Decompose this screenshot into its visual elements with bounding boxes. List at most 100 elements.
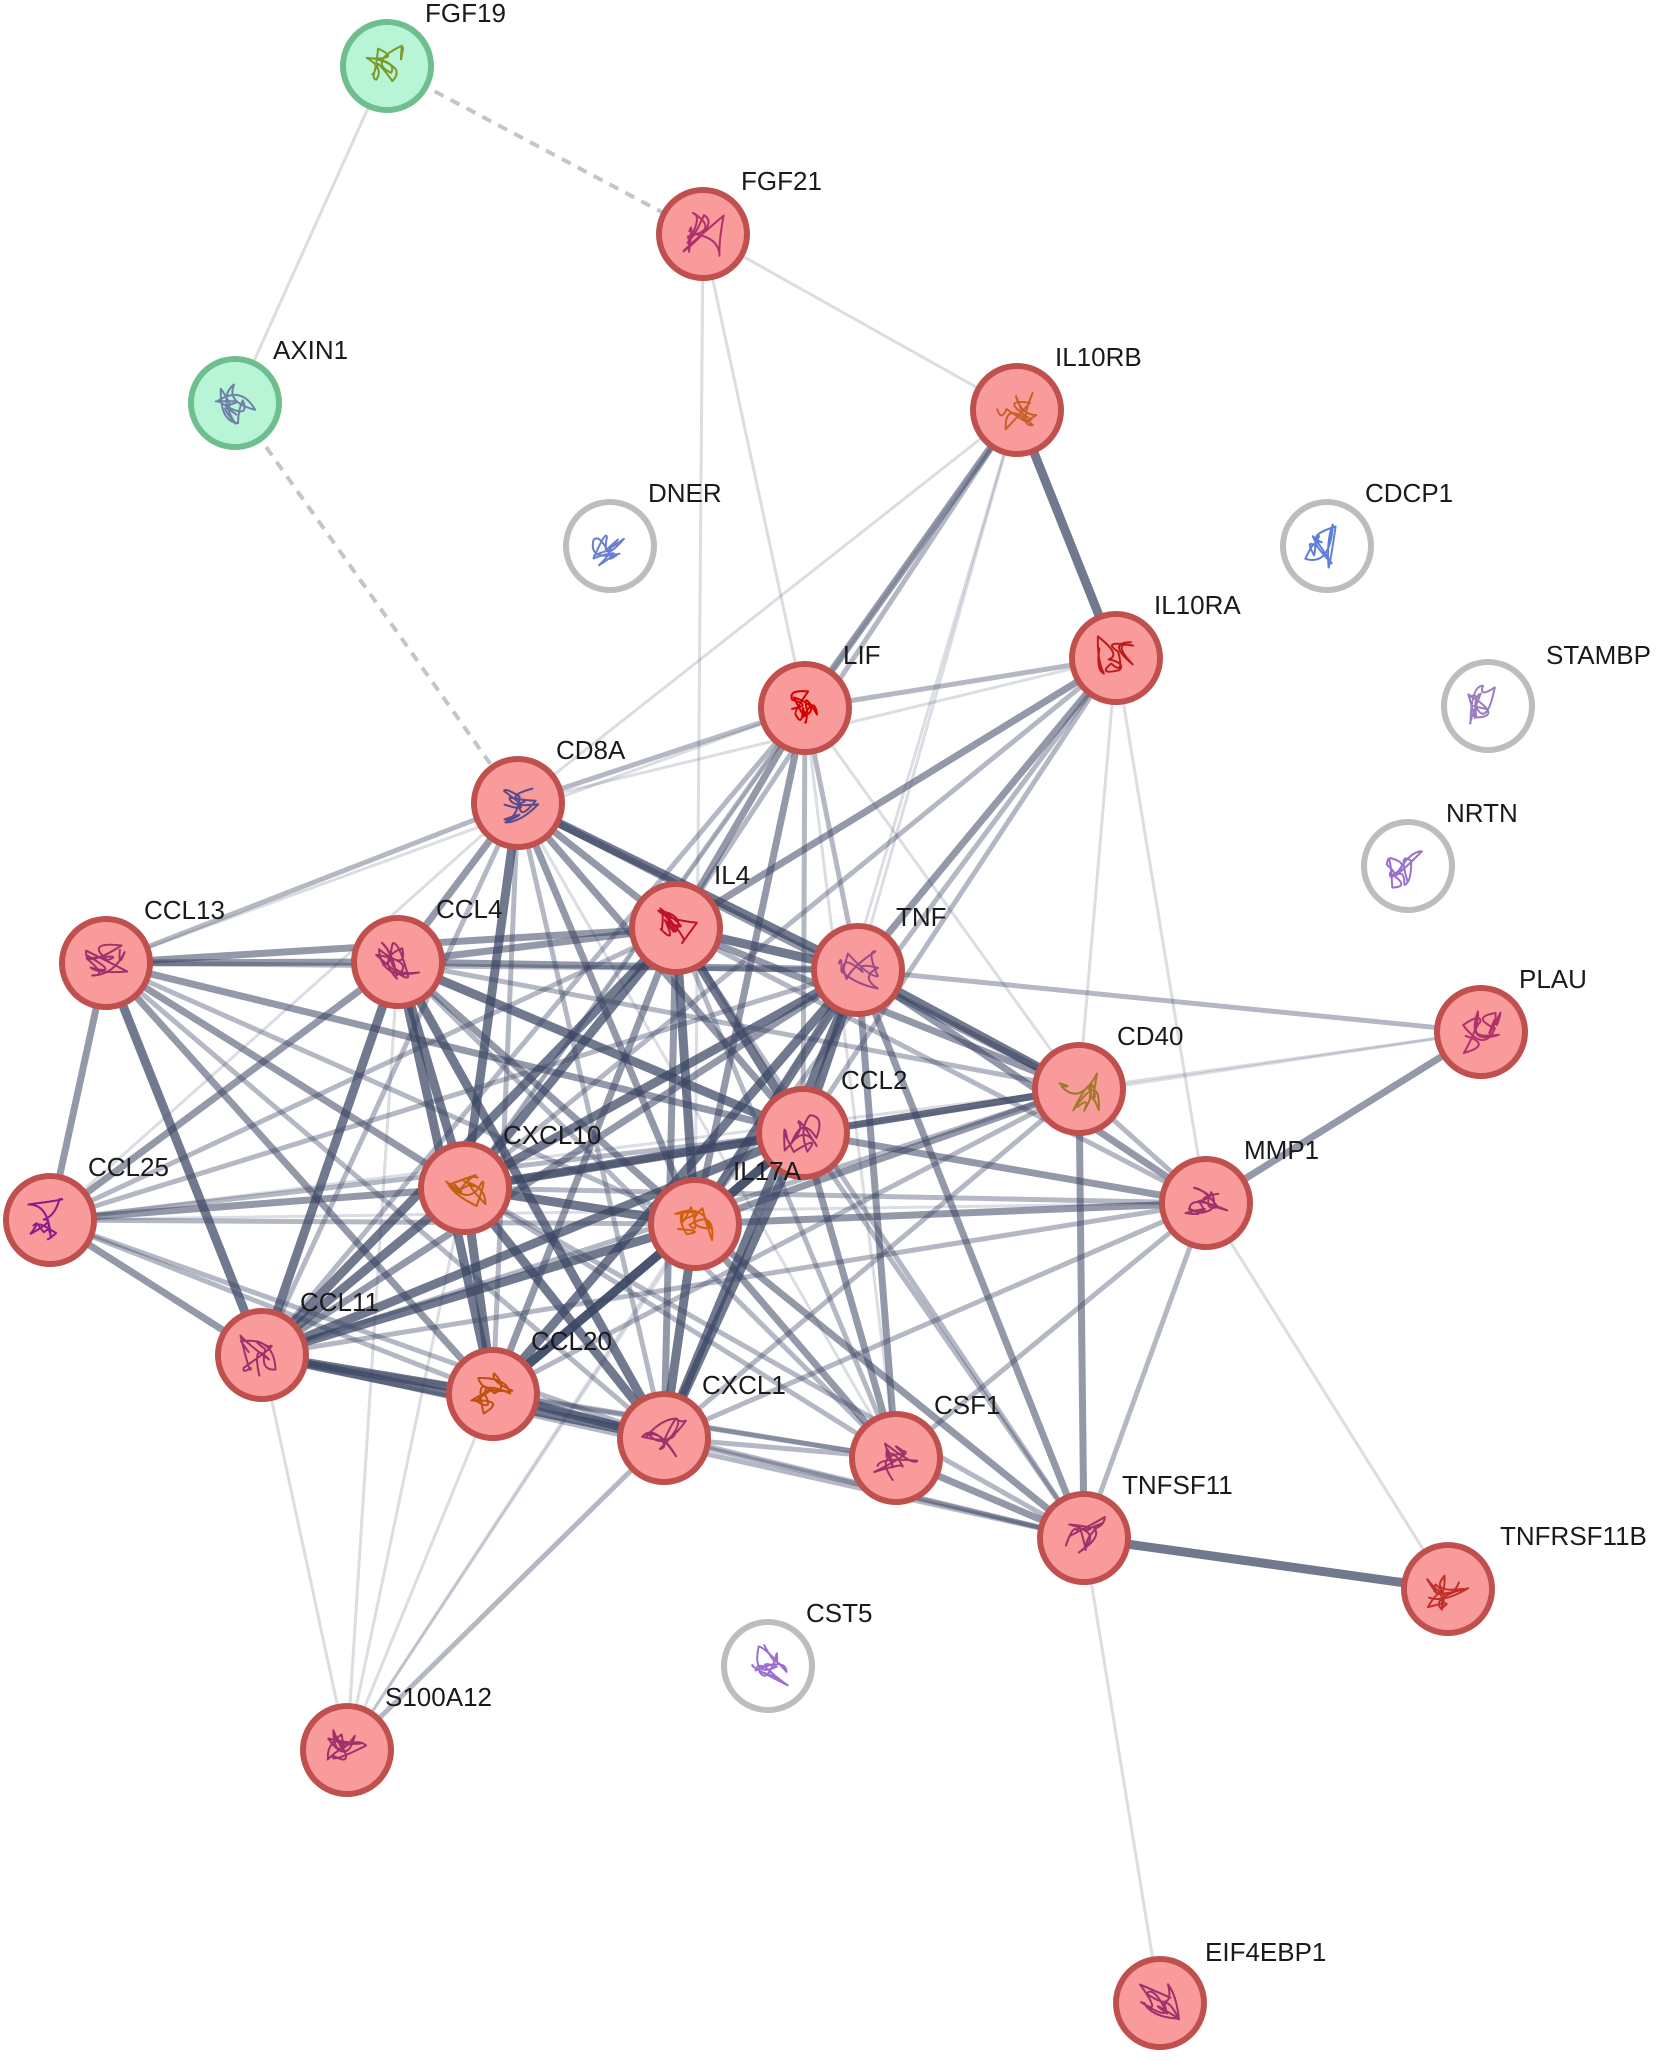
protein-structure-icon — [1096, 635, 1135, 675]
edge-ccl2-cxcl1 — [659, 1131, 808, 1440]
edge-il10ra-mmp1 — [1114, 657, 1208, 1204]
node-lif[interactable]: LIF — [758, 640, 881, 755]
node-csf1[interactable]: CSF1 — [849, 1390, 1000, 1505]
node-circle[interactable] — [811, 923, 905, 1017]
node-tnfrsf11b[interactable]: TNFRSF11B — [1401, 1521, 1647, 1636]
node-ccl4[interactable]: CCL4 — [351, 894, 502, 1009]
node-circle[interactable] — [1113, 1956, 1207, 2050]
edge-il17a-ccl11 — [260, 1219, 697, 1360]
node-circle[interactable] — [1441, 659, 1535, 753]
protein-structure-icon — [1058, 1072, 1100, 1112]
node-il17a[interactable]: IL17A — [648, 1156, 802, 1271]
node-circle[interactable] — [617, 1391, 711, 1485]
node-label: CST5 — [806, 1598, 872, 1628]
node-ccl20[interactable]: CCL20 — [446, 1326, 612, 1441]
edge-tnf-ccl4 — [397, 958, 859, 974]
edge-il4-ccl20 — [489, 926, 680, 1396]
node-eif4ebp1[interactable]: EIF4EBP1 — [1113, 1937, 1326, 2050]
node-label: CD40 — [1117, 1021, 1183, 1051]
node-cst5[interactable]: CST5 — [721, 1598, 872, 1713]
node-cd8a[interactable]: CD8A — [471, 735, 626, 850]
protein-structure-icon — [1184, 1186, 1229, 1216]
edge-ccl4-csf1 — [396, 960, 898, 1460]
node-stambp[interactable]: STAMBP — [1441, 640, 1651, 753]
node-circle[interactable] — [1032, 1042, 1126, 1136]
node-ccl11[interactable]: CCL11 — [215, 1287, 379, 1402]
node-circle[interactable] — [1280, 499, 1374, 593]
node-axin1[interactable]: AXIN1 — [188, 335, 348, 450]
node-plau[interactable]: PLAU — [1434, 964, 1587, 1079]
edge-cxcl10-tnfsf11 — [463, 1185, 1086, 1541]
node-label: S100A12 — [385, 1682, 492, 1712]
edge-ccl2-csf1 — [799, 1132, 900, 1459]
protein-structure-icon — [1064, 1516, 1106, 1554]
edge-ccl25-ccl20 — [49, 1217, 494, 1397]
edge-il10ra-cxcl10 — [463, 656, 1118, 1190]
node-mmp1[interactable]: MMP1 — [1159, 1135, 1319, 1250]
edge-cxcl10-ccl25 — [49, 1184, 466, 1224]
node-circle[interactable] — [446, 1347, 540, 1441]
node-tnfsf11[interactable]: TNFSF11 — [1037, 1470, 1233, 1585]
node-cd40[interactable]: CD40 — [1032, 1021, 1183, 1136]
node-circle[interactable] — [59, 916, 153, 1010]
edge-ccl13-il17a — [104, 960, 697, 1227]
node-circle[interactable] — [1069, 611, 1163, 705]
edge-il10rb-lif — [802, 407, 1020, 711]
edge-il17a-s100a12 — [345, 1223, 697, 1751]
edge-ccl13-cxcl1 — [104, 961, 666, 1440]
node-cdcp1[interactable]: CDCP1 — [1280, 478, 1453, 593]
node-circle[interactable] — [758, 661, 852, 755]
protein-structure-icon — [657, 907, 698, 945]
node-s100a12[interactable]: S100A12 — [300, 1682, 492, 1797]
edge-cd40-cxcl1 — [662, 1087, 1081, 1440]
node-il10rb[interactable]: IL10RB — [970, 342, 1142, 457]
node-fgf19[interactable]: FGF19 — [340, 0, 506, 113]
node-ccl13[interactable]: CCL13 — [59, 895, 225, 1010]
node-ccl2[interactable]: CCL2 — [756, 1065, 907, 1180]
edge-ccl13-ccl2 — [105, 959, 804, 1137]
edge-tnf-mmp1 — [856, 967, 1208, 1206]
node-il10ra[interactable]: IL10RA — [1069, 590, 1241, 705]
edge-tnfsf11-tnfrsf11b — [1083, 1533, 1449, 1594]
protein-structure-icon — [1467, 684, 1496, 725]
node-label: CXCL1 — [702, 1370, 786, 1400]
edge-il10ra-ccl2 — [800, 656, 1119, 1135]
edge-plau-mmp1 — [1204, 1029, 1483, 1206]
node-cxcl10[interactable]: CXCL10 — [418, 1120, 601, 1235]
node-label: FGF21 — [741, 166, 822, 196]
edge-ccl20-tnfsf11 — [492, 1391, 1085, 1541]
protein-structure-icon — [1462, 1010, 1502, 1055]
edge-tnfsf11-eif4ebp1 — [1082, 1537, 1162, 2004]
node-label: NRTN — [1446, 798, 1518, 828]
node-nrtn[interactable]: NRTN — [1361, 798, 1518, 913]
edge-il17a-tnfsf11 — [692, 1221, 1087, 1541]
node-circle[interactable] — [849, 1411, 943, 1505]
node-circle[interactable] — [3, 1173, 97, 1267]
edge-cd40-ccl25 — [49, 1087, 1080, 1222]
edge-cd8a-cxcl10 — [460, 802, 523, 1189]
edge-lif-cd40 — [803, 707, 1081, 1090]
protein-structure-icon — [85, 943, 129, 977]
node-il4[interactable]: IL4 — [629, 860, 750, 975]
protein-structure-icon — [1426, 1574, 1470, 1611]
edge-il10rb-cd8a — [517, 408, 1018, 805]
node-ccl25[interactable]: CCL25 — [3, 1152, 169, 1267]
edge-cxcl1-s100a12 — [345, 1436, 666, 1752]
protein-structure-icon — [641, 1417, 687, 1458]
node-fgf21[interactable]: FGF21 — [656, 166, 822, 281]
node-dner[interactable]: DNER — [563, 478, 722, 593]
protein-structure-icon — [674, 1206, 714, 1242]
edge-cxcl10-cxcl1 — [461, 1185, 668, 1441]
node-circle[interactable] — [1434, 985, 1528, 1079]
protein-structure-icon — [375, 941, 421, 980]
node-cxcl1[interactable]: CXCL1 — [617, 1370, 786, 1485]
node-label: FGF19 — [425, 0, 506, 28]
node-circle[interactable] — [340, 19, 434, 113]
edge-il10ra-il4 — [674, 655, 1118, 931]
edge-cd8a-ccl25 — [49, 801, 519, 1222]
edge-ccl2-tnfsf11 — [800, 1131, 1087, 1540]
node-tnf[interactable]: TNF — [811, 902, 947, 1017]
node-label: CCL25 — [88, 1152, 169, 1182]
edge-ccl4-il17a — [395, 959, 698, 1227]
